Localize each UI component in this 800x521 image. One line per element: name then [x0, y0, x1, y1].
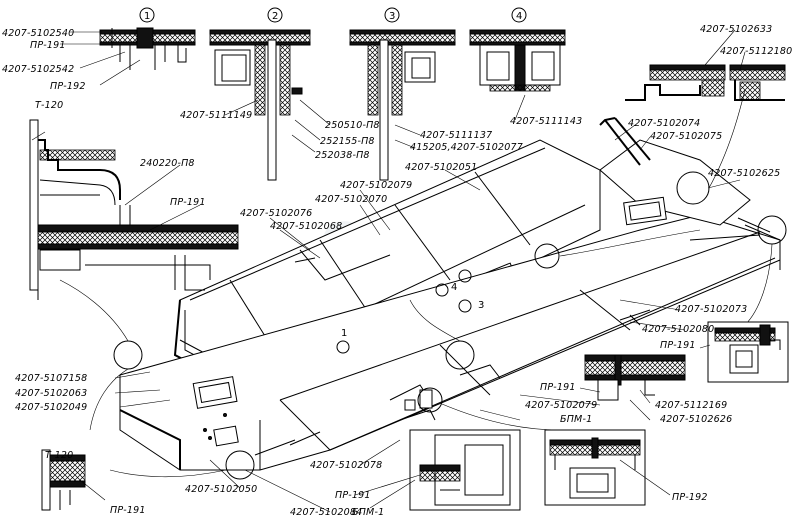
label-4207-5102625: 4207-5102625 — [708, 168, 780, 179]
floor-marker-4: 4 — [451, 282, 457, 293]
detail-top-right-section — [625, 64, 786, 101]
label-4207-5102075: 4207-5102075 — [650, 131, 722, 142]
label-pr-191-right: ПР-191 — [660, 340, 696, 351]
floor-assembly: 1 4 3 — [113, 117, 787, 480]
label-4207-5102051: 4207-5102051 — [405, 162, 477, 173]
label-pr-191-d1: ПР-191 — [30, 40, 66, 51]
label-4207-5112169: 4207-5112169 — [655, 400, 727, 411]
detail-marker-3: 3 — [389, 11, 395, 22]
leader-lines — [31, 29, 746, 513]
detail-4: 4 — [469, 7, 566, 92]
detail-marker-2: 2 — [272, 11, 278, 22]
detail-marker-4: 4 — [516, 11, 522, 22]
label-4207-5111149: 4207-5111149 — [180, 110, 252, 121]
label-4207-5102084: 4207-5102084 — [290, 507, 362, 518]
label-4207-5102633: 4207-5102633 — [700, 24, 772, 35]
label-4207-5102063: 4207-5102063 — [15, 388, 87, 399]
label-4207-5112180: 4207-5112180 — [720, 46, 792, 57]
label-4207-5102542: 4207-5102542 — [2, 64, 74, 75]
label-4207-5102078: 4207-5102078 — [310, 460, 382, 471]
label-252038-p8: 252038-П8 — [315, 150, 370, 161]
label-pr-191-bottom: ПР-191 — [335, 490, 371, 501]
label-4207-5107158: 4207-5107158 — [15, 373, 87, 384]
label-pr-192-bottom: ПР-192 — [672, 492, 708, 503]
label-4207-5102076: 4207-5102076 — [240, 208, 312, 219]
label-4207-5102080: 4207-5102080 — [642, 324, 714, 335]
label-4207-5102626: 4207-5102626 — [660, 414, 732, 425]
label-250510-p8: 250510-П8 — [325, 120, 380, 131]
label-4207-5102050: 4207-5102050 — [185, 484, 257, 495]
label-4207-5102079-bottom: 4207-5102079 — [525, 400, 597, 411]
label-4207-5102068: 4207-5102068 — [270, 221, 342, 232]
label-415205-4207-5102077: 415205,4207-5102077 — [410, 142, 523, 153]
label-4207-5102073: 4207-5102073 — [675, 304, 747, 315]
label-4207-5102049: 4207-5102049 — [15, 402, 87, 413]
label-252155-p8: 252155-П8 — [320, 136, 375, 147]
label-4207-5102540: 4207-5102540 — [2, 28, 74, 39]
detail-right-middle — [707, 321, 789, 383]
part-labels: 4207-5102540 ПР-191 4207-5102542 ПР-192 … — [2, 24, 792, 518]
detail-center-bottom — [584, 354, 686, 401]
label-t-120-left: Т-120 — [35, 100, 63, 111]
detail-bottom-left — [41, 449, 86, 511]
label-pr-191-left: ПР-191 — [170, 197, 206, 208]
floor-marker-3: 3 — [478, 300, 484, 311]
label-bpm-1-bottom: БПМ-1 — [352, 507, 384, 518]
label-4207-5102074: 4207-5102074 — [628, 118, 700, 129]
label-pr-192-d1: ПР-192 — [50, 81, 86, 92]
detail-marker-1: 1 — [144, 11, 150, 22]
label-4207-5102070: 4207-5102070 — [315, 194, 387, 205]
detail-bottom-center — [409, 429, 521, 511]
detail-bottom-right — [544, 429, 646, 506]
floor-marker-1: 1 — [341, 328, 347, 339]
label-pr-191-center: ПР-191 — [540, 382, 576, 393]
detail-3: 3 — [349, 7, 456, 181]
label-4207-5111143: 4207-5111143 — [510, 116, 582, 127]
detail-2: 2 — [209, 7, 311, 181]
detail-1: 1 — [99, 7, 196, 70]
detail-left-section — [29, 119, 239, 300]
label-240220-p8: 240220-П8 — [140, 158, 195, 169]
label-t-120-bottom: Т-120 — [45, 450, 73, 461]
label-pr-191-bottom-left: ПР-191 — [110, 505, 146, 516]
label-bpm-1-top: БПМ-1 — [560, 414, 592, 425]
label-4207-5102079-top: 4207-5102079 — [340, 180, 412, 191]
label-4207-5111137: 4207-5111137 — [420, 130, 492, 141]
